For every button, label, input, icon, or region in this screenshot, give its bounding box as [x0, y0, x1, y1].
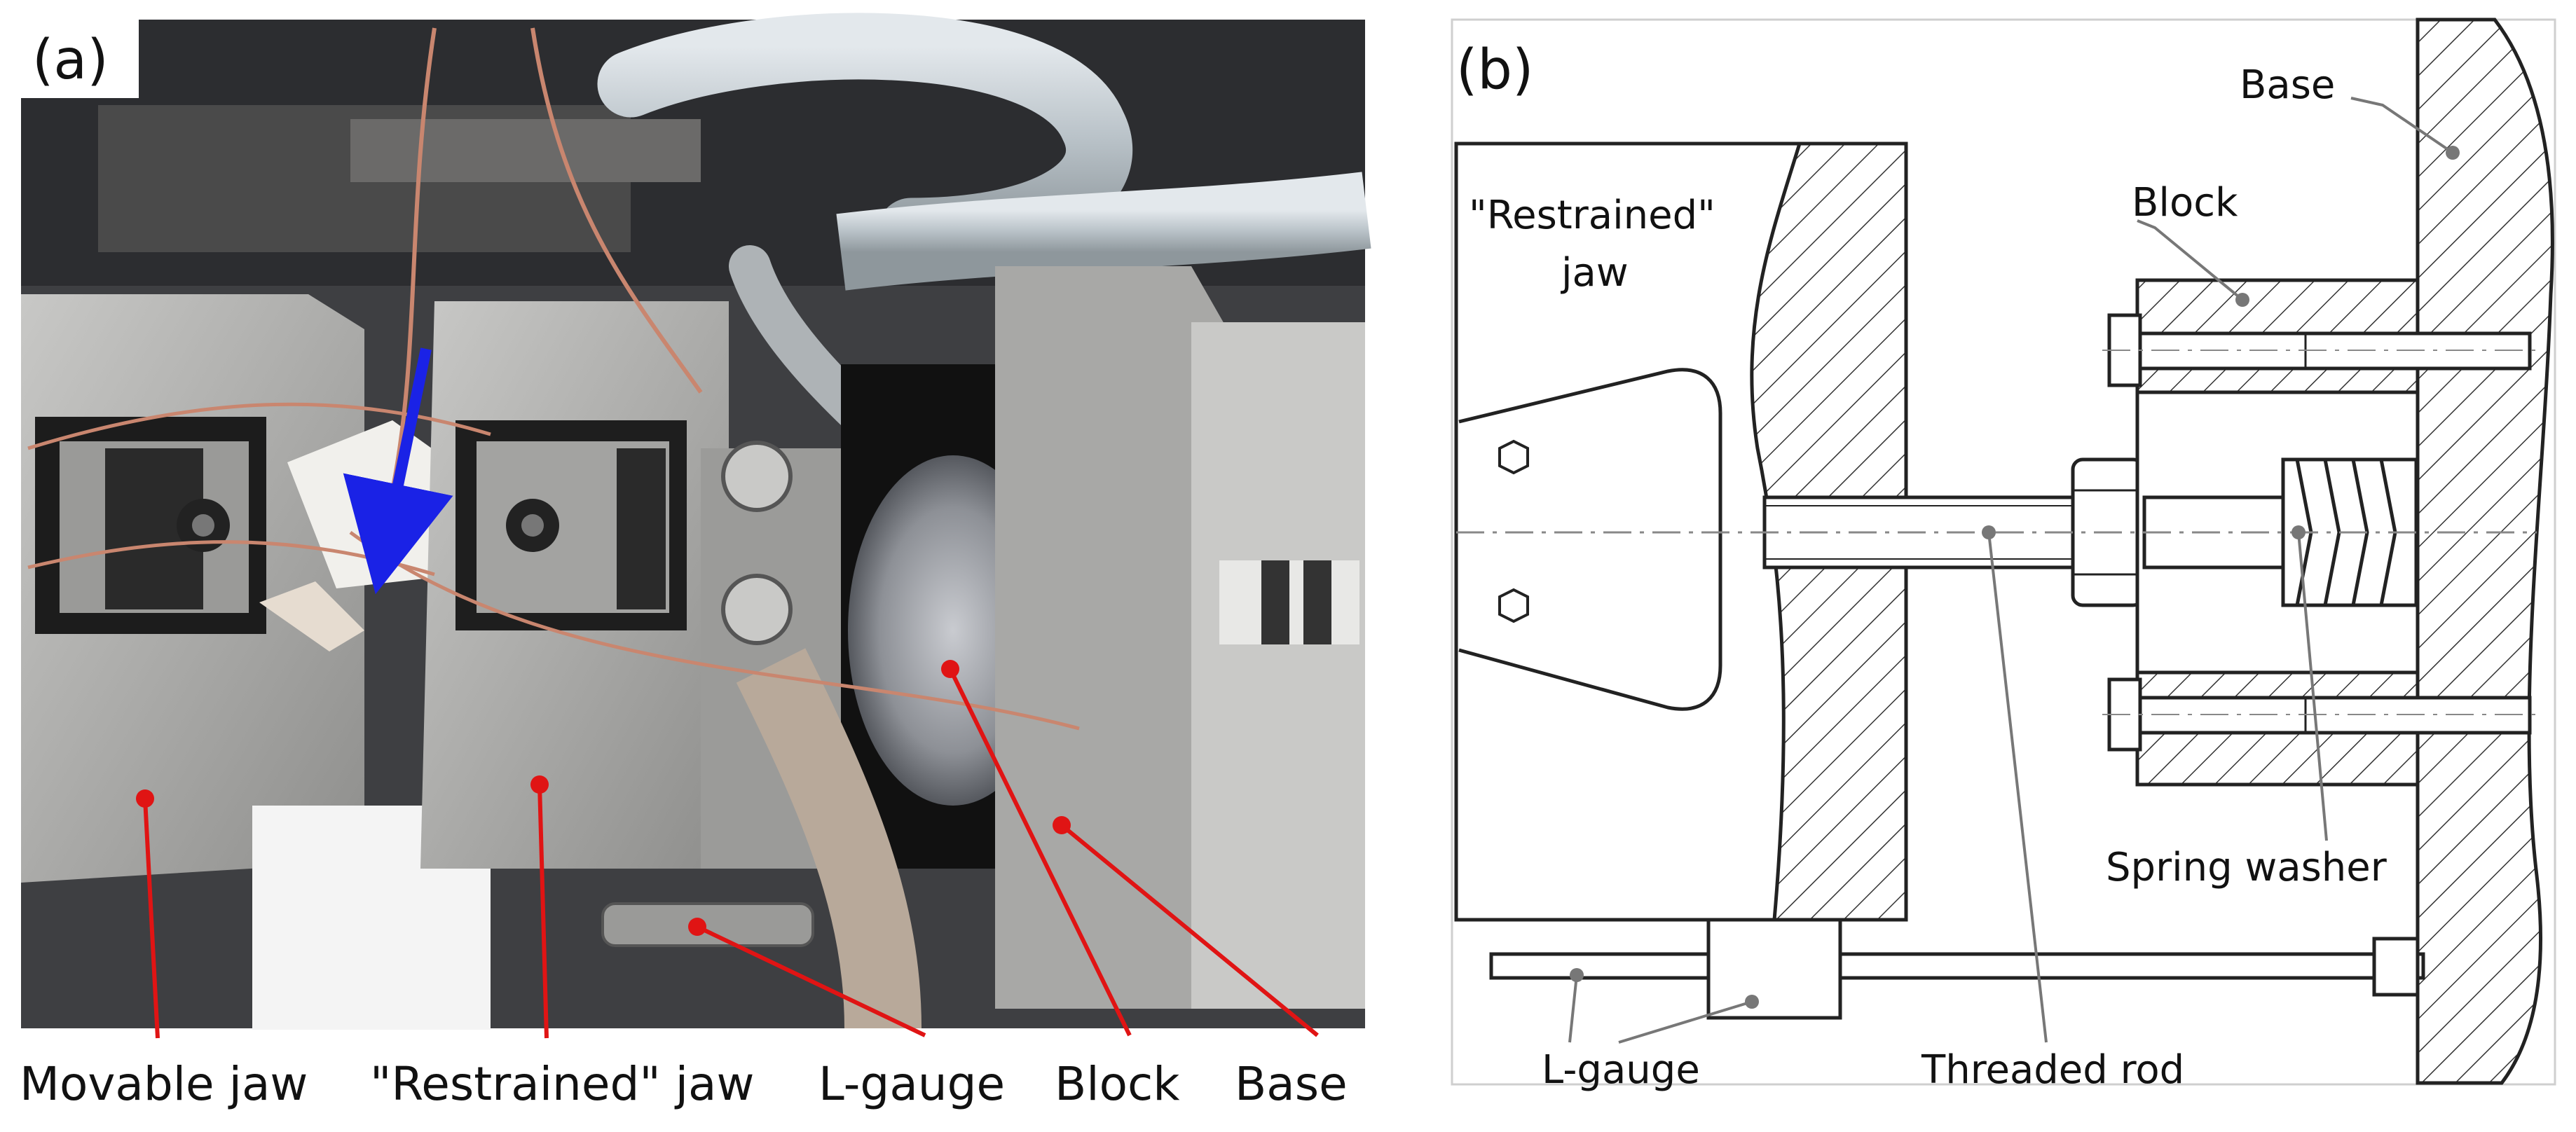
label-movable-jaw: Movable jaw	[20, 1057, 308, 1111]
label-block-b: Block	[2132, 180, 2238, 226]
panel-b-leaders	[1568, 97, 2460, 1044]
label-l-gauge-b: L-gauge	[1542, 1047, 1700, 1093]
label-restrained-jaw-b-line2: jaw	[1560, 250, 1629, 296]
label-spring-washer: Spring washer	[2106, 845, 2387, 890]
label-base-b: Base	[2240, 62, 2335, 108]
label-restrained-jaw-a: "Restrained" jaw	[370, 1057, 754, 1111]
label-threaded-rod: Threaded rod	[1921, 1047, 2184, 1093]
label-l-gauge-a: L-gauge	[818, 1057, 1005, 1111]
panel-b-drawing	[1451, 18, 2556, 1086]
panel-a-leaders	[136, 660, 1319, 1039]
indicator-arrow	[343, 347, 453, 595]
label-base-a: Base	[1235, 1057, 1348, 1111]
label-block-a: Block	[1055, 1057, 1180, 1111]
label-restrained-jaw-b-line1: "Restrained"	[1469, 193, 1715, 238]
panel-a-tag: (a)	[32, 29, 109, 92]
panel-a-photo	[21, 13, 1371, 1030]
panel-b-tag: (b)	[1456, 39, 1533, 102]
